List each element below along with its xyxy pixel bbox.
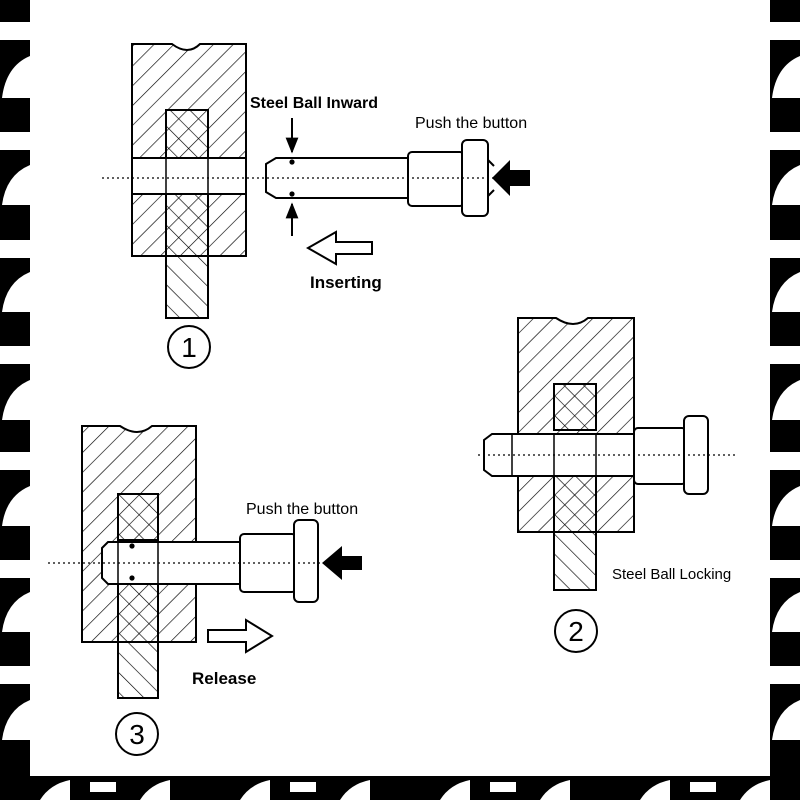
right-border-strip (770, 0, 800, 800)
push-arrow-icon (322, 546, 362, 580)
step-number-2: 2 (554, 609, 598, 653)
plate-lower (165, 109, 209, 319)
label-push-the-button-1: Push the button (415, 115, 527, 132)
left-border-strip (0, 0, 30, 800)
push-arrow-icon (492, 160, 530, 196)
step-number-1: 1 (167, 325, 211, 369)
svg-text:3: 3 (129, 719, 145, 750)
inserting-arrow-icon (305, 230, 373, 266)
svg-text:1: 1 (181, 332, 197, 363)
steel-ball-top (289, 159, 295, 165)
step-2-steel-ball-locking: Steel Ball Locking 2 (478, 317, 738, 653)
ball-lock-pin (101, 519, 319, 603)
label-push-the-button-3: Push the button (246, 501, 358, 518)
step-1-inserting: Steel Ball Inward Push the button Insert… (102, 43, 530, 369)
steel-ball-bottom (289, 191, 295, 197)
ball-lock-pin (265, 139, 495, 217)
label-steel-ball-locking: Steel Ball Locking (612, 566, 731, 583)
release-arrow-icon (207, 618, 274, 654)
step-3-release: Push the button Release 3 (48, 425, 362, 756)
plate-lower (117, 493, 159, 699)
label-inserting: Inserting (310, 273, 382, 292)
step-number-3: 3 (115, 712, 159, 756)
bottom-border-strip (0, 776, 800, 800)
label-release: Release (192, 669, 256, 688)
plate-lower (553, 383, 597, 591)
steel-ball-top (129, 543, 135, 549)
label-steel-ball-inward: Steel Ball Inward (250, 95, 378, 112)
steel-ball-bottom (129, 575, 135, 581)
hole-channel (131, 157, 247, 195)
svg-text:2: 2 (568, 616, 584, 647)
